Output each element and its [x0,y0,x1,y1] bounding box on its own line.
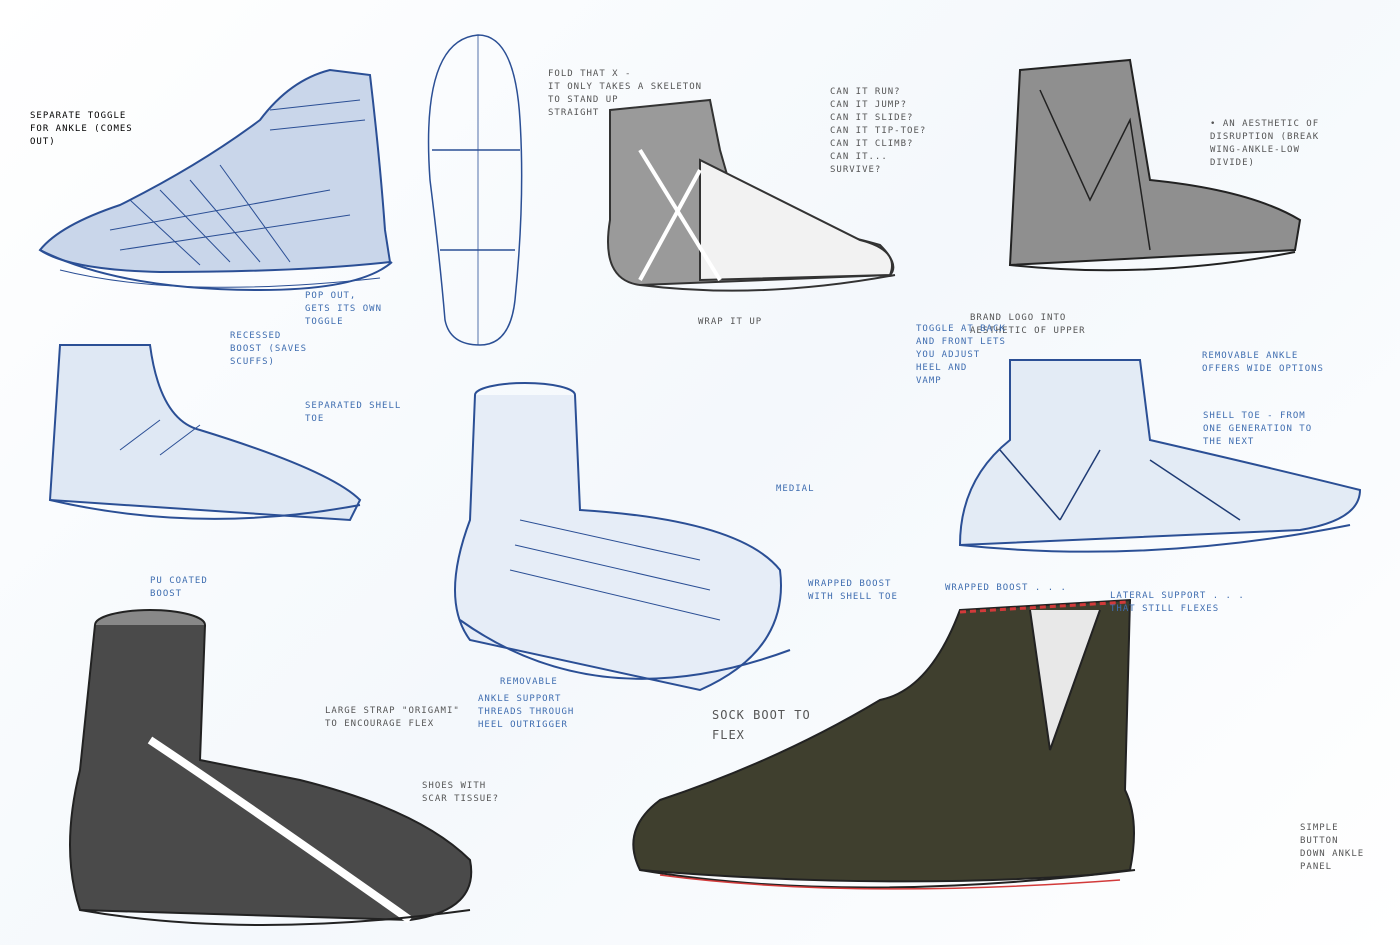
shoe-sketch-4 [48,344,362,522]
shoe-sketch-6 [958,359,1362,553]
note-wrapped-boost: Wrapped boost . . . [945,583,1067,593]
note-button-down: Simple button down ankle panel [1300,823,1365,872]
note-brand-logo: Brand logo into aesthetic of upper [970,313,1086,336]
note-can-it: Can it run? Can it jump? Can it slide? C… [830,87,927,175]
shoe-sketch-7 [69,609,473,926]
note-toggle-back-front: Toggle at back and front lets you adjust… [916,324,1006,386]
note-removable: Removable [500,677,558,687]
shoe-sketch-2 [607,98,896,292]
note-removable-ankle: Removable ankle offers wide options [1202,351,1324,374]
note-disruption: • An aesthetic of disruption (break wing… [1210,119,1320,168]
note-medial: Medial [776,484,815,494]
shoe-sketch-3 [1008,58,1302,272]
note-sock-boot: Sock boot to flex [712,708,811,742]
outsole-sketch [427,34,523,346]
note-pu-coated: PU coated boost [150,576,208,599]
shoe-sketch-8 [632,598,1136,890]
shoe-sketch-5 [454,382,791,692]
note-lateral-support: Lateral support . . . that still flexes [1110,591,1245,614]
note-separated-shell: Separated shell toe [305,401,402,424]
note-fold-x: Fold that X - it only takes a skeleton t… [548,69,703,118]
note-recessed-boost: Recessed boost (saves scuffs) [230,331,308,367]
note-wrap-it-up: Wrap it up [698,317,763,327]
note-pop-out: Pop out, gets its own toggle [305,291,383,327]
note-shell-toe: Shell toe - from one generation to the n… [1203,411,1313,447]
note-separate-toggle: Separate toggle for ankle (comes out) [30,111,133,147]
note-ankle-support: Ankle support threads through heel outri… [478,694,575,730]
shoe-sketch-1 [38,68,393,292]
note-scar-tissue: Shoes with scar tissue? [422,781,500,804]
note-wrapped-boost-shell: Wrapped boost with shell toe [808,579,898,602]
note-origami-strap: Large strap "origami" to encourage flex [325,706,460,729]
